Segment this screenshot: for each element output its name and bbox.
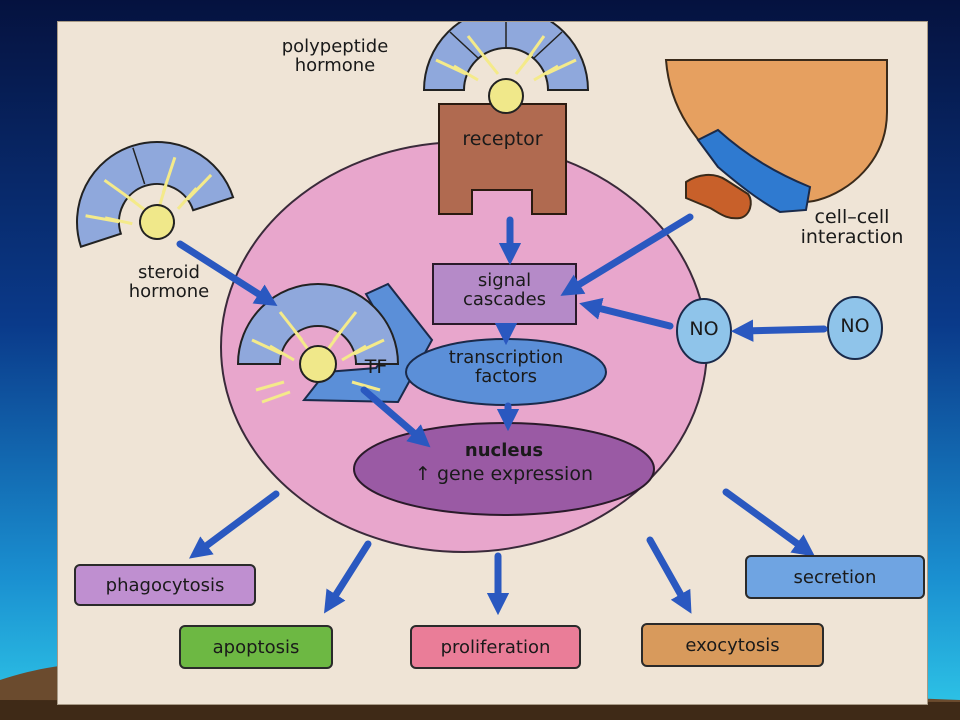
arrow-steroid-to-cell	[176, 240, 278, 307]
cell-cell-interaction-label: cell–cell interaction	[800, 206, 904, 248]
secretion-box: secretion	[745, 555, 925, 599]
arrow-to-exocytosis	[646, 536, 692, 614]
signaling-diagram	[76, 22, 888, 616]
polypeptide-hormone-label: polypeptide hormone	[281, 36, 389, 76]
neighbor-cell-ligand-orange	[685, 174, 752, 220]
arrow-to-apoptosis	[324, 540, 372, 614]
arrow-to-phagocytosis	[189, 490, 280, 559]
tf-label: TF	[364, 356, 388, 378]
polypeptide-hormone-fan	[422, 22, 590, 114]
arrow-cellcell-to-cascades	[560, 213, 694, 296]
steroid-hormone-fan	[76, 141, 235, 248]
transcription-factors-label: transcription factors	[448, 347, 564, 387]
arrow-no-outer-to-inner	[730, 319, 828, 342]
no-outer-label: NO	[840, 315, 870, 337]
receptor-label: receptor	[462, 128, 543, 150]
proliferation-box: proliferation	[410, 625, 581, 669]
no-bubble-outer	[827, 296, 883, 360]
neighbor-cell-receptor-blue	[696, 128, 812, 214]
no-inner-label: NO	[689, 318, 719, 340]
arrow-to-secretion	[722, 488, 816, 557]
exocytosis-box: exocytosis	[641, 623, 824, 667]
gene-expression-label: ↑ gene expression	[415, 463, 593, 485]
apoptosis-box: apoptosis	[179, 625, 333, 669]
diagram-panel: polypeptide hormone receptor steroid hor…	[57, 21, 928, 705]
signal-cascades-label: signal cascades	[462, 270, 547, 310]
membrane-receptor	[438, 103, 567, 215]
steroid-hormone-label: steroid hormone	[128, 262, 210, 302]
arrow-bound-tf-to-nucleus	[360, 386, 431, 448]
arrow-no-to-cascades	[579, 297, 674, 330]
phagocytosis-box: phagocytosis	[74, 564, 256, 606]
nucleus-title: nucleus	[464, 440, 544, 461]
bound-steroid-hormone-fan	[236, 283, 400, 404]
